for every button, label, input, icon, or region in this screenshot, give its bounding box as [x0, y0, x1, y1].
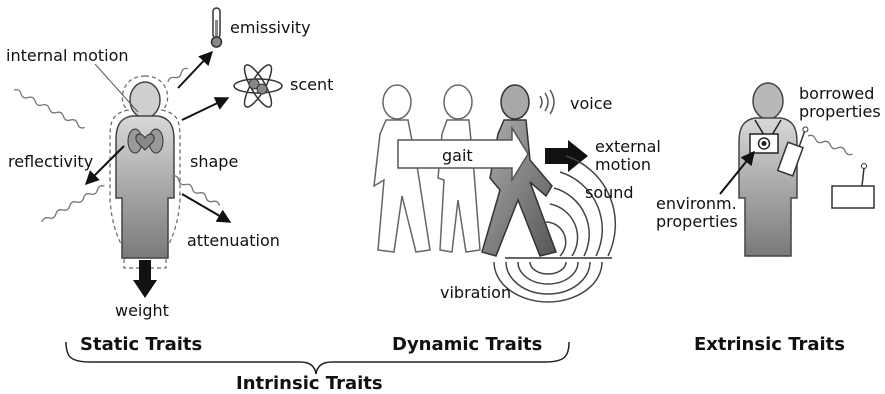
label-emissivity: emissivity [230, 18, 311, 37]
wave-reflect-in [13, 88, 85, 129]
label-weight: weight [115, 301, 169, 320]
gait-arrow [397, 125, 529, 183]
label-external-2: motion [595, 155, 651, 174]
extrinsic-figure: borrowed properties environm. properties [656, 82, 881, 257]
atom-icon [233, 64, 283, 108]
heading-dynamic: Dynamic Traits [392, 334, 542, 355]
label-environ-2: properties [656, 212, 738, 231]
dynamic-figure: gait voice external motion sound vibrati… [373, 84, 661, 303]
label-shape: shape [190, 152, 238, 171]
heading-intrinsic: Intrinsic Traits [236, 373, 383, 394]
radio-device-icon [831, 163, 875, 209]
label-sound: sound [585, 183, 634, 202]
camera-icon [749, 133, 779, 154]
extrinsic-head [752, 82, 784, 120]
arrow-attenuation [181, 193, 232, 223]
label-borrowed-2: properties [799, 102, 881, 121]
label-environ-1: environm. [656, 194, 737, 213]
heart-icon [135, 133, 155, 151]
wave-emissivity [167, 67, 189, 83]
static-figure: internal motion emissivity scent reflect… [6, 7, 333, 320]
wave-borrowed [807, 134, 853, 156]
arrow-reflectivity [85, 145, 125, 185]
label-attenuation: attenuation [187, 231, 280, 250]
thermometer-icon [210, 7, 223, 48]
static-head [129, 81, 161, 119]
voice-waves-icon [539, 89, 555, 115]
lanyard [754, 119, 782, 136]
arrow-emissivity [177, 50, 213, 89]
intrinsic-brace [65, 341, 570, 375]
wave-atten [171, 175, 221, 206]
label-internal-motion: internal motion [6, 46, 129, 65]
walker-ghost-1 [373, 84, 431, 253]
label-borrowed-1: borrowed [799, 84, 874, 103]
label-reflectivity: reflectivity [8, 152, 93, 171]
arrow-scent [181, 97, 230, 121]
label-scent: scent [290, 75, 333, 94]
arrow-internal-motion [94, 63, 139, 113]
label-voice: voice [570, 94, 612, 113]
label-vibration: vibration [440, 283, 511, 302]
vibration-waves-icon [493, 261, 603, 303]
phone-icon [776, 126, 809, 177]
sound-waves-icon [545, 155, 617, 257]
label-external-1: external [595, 137, 661, 156]
wave-reflect-out [41, 185, 105, 223]
label-gait: gait [442, 146, 473, 165]
arrow-environ [719, 150, 755, 195]
heading-static: Static Traits [80, 334, 202, 355]
weight-arrow [133, 260, 157, 298]
heading-extrinsic: Extrinsic Traits [694, 334, 845, 355]
